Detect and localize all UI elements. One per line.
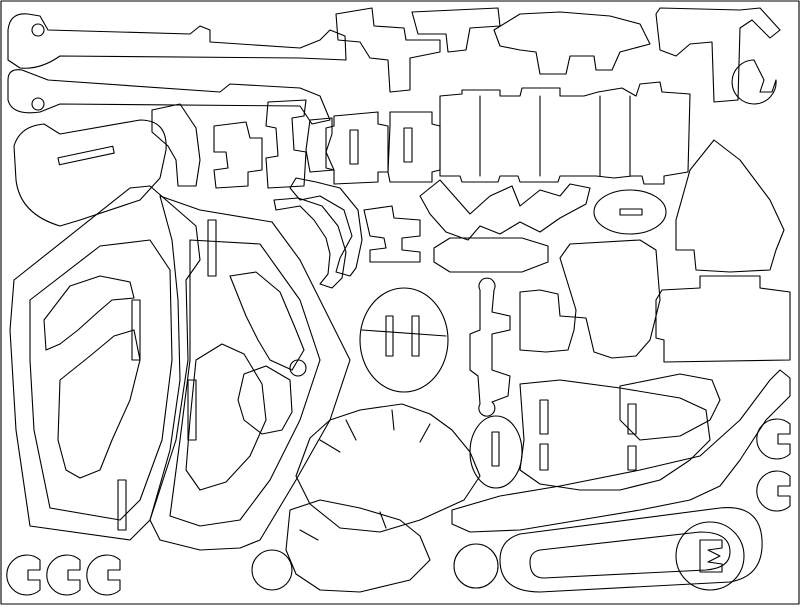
slot [349, 129, 359, 165]
slot [131, 299, 141, 361]
slot [403, 127, 413, 163]
notch [419, 423, 431, 443]
bracket-piece [151, 103, 201, 187]
small-e-block [363, 205, 421, 263]
crank-piece [237, 365, 293, 435]
e-shaped-block [265, 99, 307, 189]
track-panel-piece [519, 379, 711, 491]
t-bracket-piece [411, 7, 501, 53]
lattice-cutout [43, 275, 135, 351]
c-clip-wheel [6, 554, 41, 596]
t-bracket-piece [335, 7, 441, 93]
hook-piece [655, 7, 781, 103]
slot [619, 208, 643, 216]
big-side-frame-right [149, 195, 351, 551]
c-clip-wheel [756, 418, 791, 460]
e-shaped-block [305, 117, 335, 173]
notch [319, 439, 341, 453]
slot [539, 443, 549, 471]
oval-wheel-piece [359, 287, 449, 393]
c-clip-wheel [756, 470, 791, 512]
pivot-hole [31, 23, 45, 37]
slot [57, 145, 115, 166]
lattice-cutout [57, 329, 141, 479]
wheel-notch [699, 539, 723, 573]
slot [539, 399, 549, 435]
slot [627, 445, 637, 471]
leaf-panel-piece [285, 499, 431, 593]
tube-segment-piece [439, 81, 691, 185]
leaf-panel-piece [295, 403, 481, 533]
slot [411, 315, 420, 357]
slot [187, 379, 197, 441]
pivot-hole [31, 97, 45, 111]
pivot-hole [289, 359, 307, 377]
c-clip-wheel [251, 549, 293, 591]
hook-rail-piece [619, 373, 721, 441]
double-slot-block [387, 111, 441, 183]
crenellated-base-piece [655, 275, 791, 363]
c-clip-wheel [453, 543, 499, 589]
notch [379, 511, 387, 529]
comb-piece [493, 11, 651, 75]
c-clip-wheel [86, 554, 121, 596]
slot [627, 403, 637, 435]
side-frame-inner-cutout [29, 239, 173, 521]
cable-strip-piece [289, 177, 363, 277]
double-slot-block [325, 111, 389, 185]
oval-disc [469, 415, 523, 489]
lattice-cutout [229, 271, 305, 371]
drive-wheel-piece [675, 521, 745, 591]
notch [345, 419, 357, 441]
c-clip-piece [731, 59, 777, 105]
cable-strip-piece [273, 197, 347, 289]
lattice-cutout [185, 343, 267, 491]
side-frame-inner-cutout [169, 239, 321, 527]
oval-disc [593, 189, 667, 235]
center-cut-line [361, 329, 447, 337]
zigzag-bridge-piece [419, 179, 591, 241]
long-arm-piece-bottom [7, 69, 331, 125]
big-side-frame-left [9, 185, 201, 541]
notch [299, 529, 319, 541]
long-arm-piece-top [7, 13, 347, 69]
tall-block-piece [519, 239, 661, 359]
slot [117, 479, 127, 531]
seat-pad-piece [13, 119, 167, 227]
slot [385, 315, 394, 357]
bone-connector-piece [433, 237, 549, 273]
track-ring-piece [499, 507, 763, 593]
notch [391, 409, 395, 431]
slot [207, 219, 217, 277]
c-clip-wheel [46, 554, 81, 596]
track-ring-inner [529, 531, 731, 579]
e-shaped-block [213, 121, 263, 189]
plus-connector-piece [469, 277, 511, 417]
slot [491, 431, 500, 467]
curved-arm-piece [451, 369, 791, 533]
rocket-piece [675, 139, 785, 273]
